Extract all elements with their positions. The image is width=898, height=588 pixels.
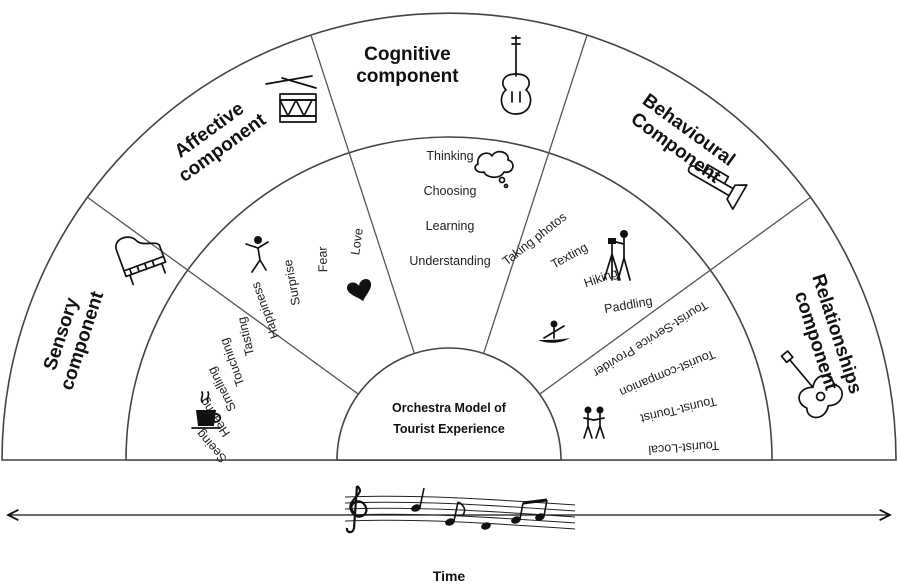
time-label: Time [433, 568, 466, 584]
segment-divider [482, 34, 588, 354]
item-thinking: Thinking [426, 149, 473, 163]
segment-divider [310, 34, 416, 354]
item-choosing: Choosing [424, 184, 477, 198]
component-title-line-1: Cognitive [364, 44, 451, 65]
fan-diagram: SensorycomponentSeeingHearingSmellingTou… [1, 12, 897, 466]
music-staff-icon [344, 485, 576, 534]
item-learning: Learning [426, 219, 475, 233]
segment-divider [86, 196, 359, 395]
center-title-line-1: Orchestra Model of [392, 401, 507, 415]
item-love: Love [348, 227, 366, 256]
item-fear: Fear [316, 246, 331, 272]
component-title-line-2: component [356, 66, 459, 87]
segment-cognitive: CognitivecomponentThinkingChoosingLearni… [356, 44, 490, 268]
middle-ring [125, 136, 773, 461]
item-tourist-local: Tourist-Local [648, 438, 720, 457]
center-ring [336, 347, 562, 461]
segment-divider [539, 196, 812, 395]
item-understanding: Understanding [409, 254, 490, 268]
center-title-line-2: Tourist Experience [393, 422, 505, 436]
